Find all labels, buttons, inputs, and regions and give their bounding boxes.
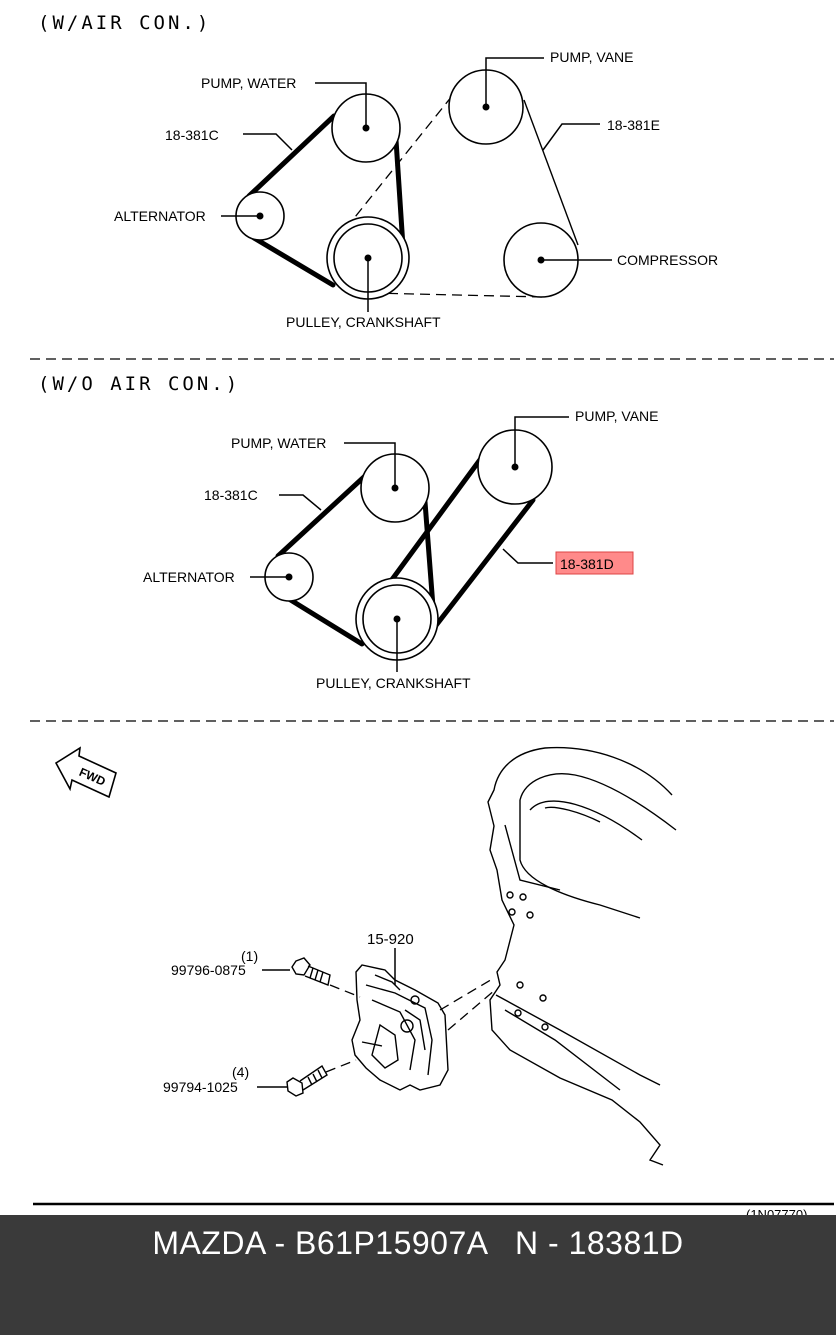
bolt-99796-0875-icon (291, 957, 331, 986)
label-pump-water: PUMP, WATER (231, 435, 326, 451)
fwd-arrow-icon: FWD (54, 746, 117, 799)
footer-part-number: MAZDA - B61P15907A N - 18381D (152, 1225, 684, 1261)
belt-18-381c-lower (286, 596, 365, 647)
belt-18-381d-right (431, 497, 536, 631)
label-belt-18-381d[interactable]: 18-381D (560, 556, 614, 572)
drawing-code: (1N07770) (746, 1207, 807, 1215)
bolt-99794-1025-icon (286, 1064, 328, 1097)
label-bolt1-part: 99796-0875 (171, 962, 246, 978)
label-belt-18-381c: 18-381C (165, 127, 219, 143)
label-bracket-part: 15-920 (367, 931, 414, 948)
belt-18-381c-upper (275, 473, 368, 559)
label-crankshaft-pulley: PULLEY, CRANKSHAFT (316, 675, 471, 691)
label-alternator: ALTERNATOR (114, 208, 206, 224)
belt-18-381d-left (385, 454, 485, 588)
label-pump-water: PUMP, WATER (201, 75, 296, 91)
label-belt-18-381c: 18-381C (204, 487, 258, 503)
belt-18-381c-upper (246, 113, 337, 199)
belt-18-381e-right (523, 99, 579, 246)
label-bolt1-qty: (1) (241, 948, 258, 964)
label-alternator: ALTERNATOR (143, 569, 235, 585)
highlight-box (555, 551, 634, 575)
belt-18-381c-lower (251, 235, 336, 288)
label-belt-18-381e: 18-381E (607, 117, 660, 133)
section-title-with-ac: (W/AIR CON.) (38, 12, 211, 34)
belt-18-381e-left (342, 95, 453, 233)
bracket-15-920 (351, 964, 449, 1091)
label-crankshaft-pulley: PULLEY, CRANKSHAFT (286, 314, 441, 330)
parts-diagram: (W/AIR CON.) PUMP, WATER PUMP, VANE 18-3… (30, 12, 834, 1215)
footer-bar: MAZDA - B61P15907A N - 18381D (0, 1215, 836, 1335)
section-title-without-ac: (W/O AIR CON.) (38, 373, 240, 395)
label-bolt2-qty: (4) (232, 1064, 249, 1080)
label-compressor: COMPRESSOR (617, 252, 718, 268)
label-bolt2-part: 99794-1025 (163, 1079, 238, 1095)
label-pump-vane: PUMP, VANE (550, 49, 634, 65)
label-pump-vane: PUMP, VANE (575, 408, 659, 424)
belt-18-381e-bottom (371, 292, 545, 298)
engine-outline (487, 746, 677, 1166)
